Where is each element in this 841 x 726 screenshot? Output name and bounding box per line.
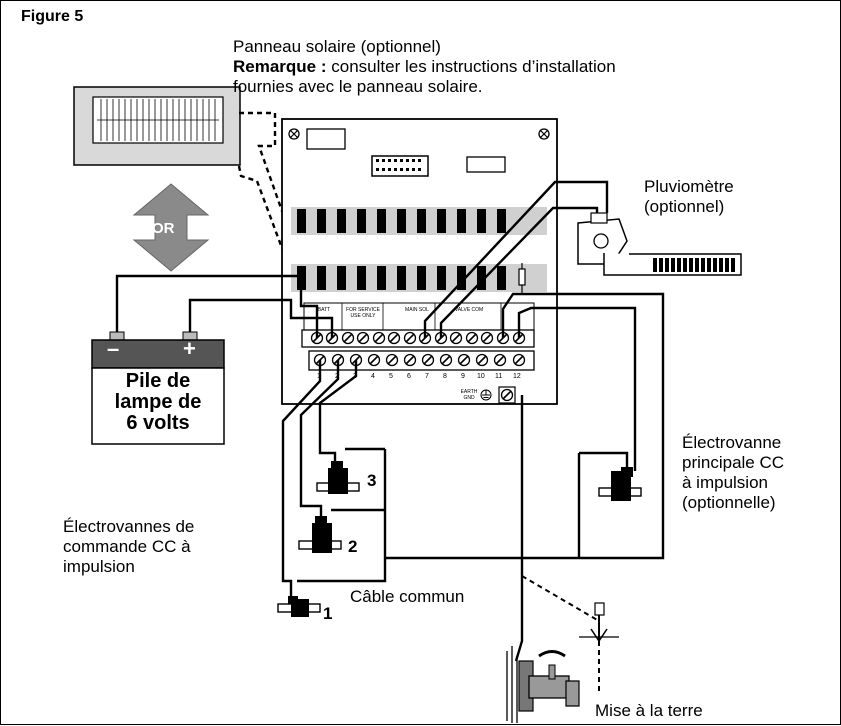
terminal-number: 5 bbox=[389, 373, 393, 380]
board-label-earth-gnd: EARTH GND bbox=[460, 389, 478, 401]
rain-sensor-label-2: (optionnel) bbox=[644, 197, 725, 216]
battery bbox=[91, 331, 225, 445]
board-label-main-sol: MAIN SOL bbox=[405, 307, 429, 313]
battery-minus-sign: – bbox=[107, 336, 120, 361]
terminal-number: 4 bbox=[371, 373, 375, 380]
note-label: Remarque : bbox=[233, 57, 327, 76]
ground-rod bbox=[579, 602, 619, 643]
station-valve-3 bbox=[316, 461, 360, 494]
battery-plus-sign: + bbox=[183, 336, 196, 361]
master-valve-label-3: à impulsion bbox=[682, 473, 768, 492]
station-valve-1 bbox=[277, 596, 321, 617]
note-text-1: consulter les instructions d’installatio… bbox=[331, 57, 616, 76]
station-valve-2 bbox=[298, 516, 342, 553]
station-valves-label-1: Électrovannes de bbox=[63, 517, 195, 536]
ground-label: Mise à la terre bbox=[595, 701, 703, 720]
solar-panel-title: Panneau solaire (optionnel) bbox=[233, 37, 441, 56]
station-valves-label-3: impulsion bbox=[63, 557, 135, 576]
or-label: OR bbox=[152, 220, 175, 237]
terminal-number: 7 bbox=[425, 373, 429, 380]
valve-number-1: 1 bbox=[323, 604, 333, 623]
solar-panel-note-line-2: fournies avec le panneau solaire. bbox=[233, 77, 483, 96]
water-faucet bbox=[506, 646, 580, 723]
valve-number-2: 2 bbox=[348, 537, 358, 556]
solar-panel bbox=[73, 86, 241, 166]
battery-label-line-1: Pile de bbox=[125, 370, 191, 392]
terminal-number: 2 bbox=[335, 373, 339, 380]
figure-label: Figure 5 bbox=[21, 8, 84, 25]
rain-sensor bbox=[577, 212, 742, 276]
board-label-service: FOR SERVICE USE ONLY bbox=[346, 307, 380, 319]
battery-label-line-3: 6 volts bbox=[126, 412, 190, 434]
terminal-number: 9 bbox=[461, 373, 465, 380]
battery-label-line-2: lampe de bbox=[114, 391, 202, 413]
board-label-valve-com: VALVE COM bbox=[454, 307, 484, 313]
terminal-number: 10 bbox=[477, 373, 485, 380]
board-label-batt: BATT bbox=[317, 307, 331, 313]
terminal-number: 8 bbox=[443, 373, 447, 380]
master-valve-label-2: principale CC bbox=[682, 453, 785, 472]
terminal-number: 1 bbox=[317, 373, 321, 380]
common-wire-label: Câble commun bbox=[350, 587, 465, 606]
solar-wires bbox=[237, 111, 323, 327]
terminal-number: 6 bbox=[407, 373, 411, 380]
master-valve-label-4: (optionnelle) bbox=[682, 493, 776, 512]
terminal-number: 12 bbox=[513, 373, 521, 380]
master-valve-label-1: Électrovanne bbox=[682, 433, 782, 452]
ground-dotted-wire bbox=[521, 575, 600, 691]
or-double-arrow bbox=[132, 183, 210, 272]
controller-board bbox=[281, 118, 558, 405]
master-valve bbox=[598, 467, 642, 501]
terminal-number: 11 bbox=[495, 373, 503, 380]
rain-sensor-label-1: Pluviomètre bbox=[644, 177, 734, 196]
station-valves-label-2: commande CC à bbox=[63, 537, 191, 556]
solar-panel-note: Remarque : consulter les instructions d’… bbox=[233, 57, 616, 77]
terminal-number: 3 bbox=[353, 373, 357, 380]
battery-label: Pile de lampe de 6 volts bbox=[88, 371, 228, 434]
valve-number-3: 3 bbox=[367, 471, 377, 490]
